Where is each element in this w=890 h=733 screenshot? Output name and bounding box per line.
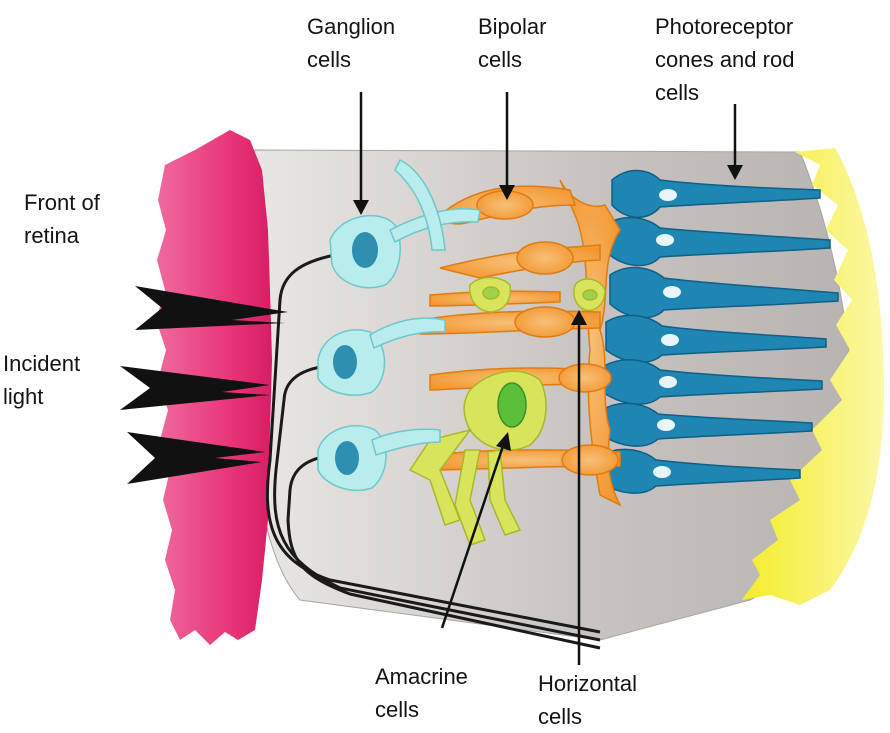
- label-front-of-retina: Front of retina: [24, 186, 100, 252]
- label-incident-light: Incident light: [3, 347, 80, 413]
- label-line: Front of: [24, 190, 100, 215]
- pointer-heads: [353, 165, 743, 451]
- photoreceptor-pointer-icon: [727, 165, 743, 180]
- ganglion-cells: [317, 158, 481, 492]
- amacrine-pointer-icon: [496, 432, 511, 451]
- label-line: Bipolar: [478, 14, 547, 39]
- arrowhead-icon: [120, 366, 270, 410]
- label-line: Ganglion: [307, 14, 396, 39]
- horizontal-pointer-icon: [571, 310, 587, 325]
- ganglion-pointer-icon: [353, 200, 369, 215]
- label-line: cells: [478, 47, 523, 72]
- incident-light-arrows: [120, 286, 288, 484]
- label-line: cells: [655, 80, 700, 105]
- label-ganglion-cells: Ganglion cells: [307, 10, 395, 76]
- label-line: cells: [307, 47, 352, 72]
- label-line: light: [3, 384, 44, 409]
- arrowhead-icon: [127, 432, 265, 484]
- photoreceptors: [599, 169, 839, 494]
- back-tissue: [742, 148, 884, 605]
- bipolar-cells: [419, 179, 622, 507]
- label-line: Amacrine: [375, 664, 468, 689]
- label-photoreceptor-cells: Photoreceptor cones and rod cells: [655, 10, 794, 109]
- label-bipolar-cells: Bipolar cells: [478, 10, 546, 76]
- label-line: Horizontal: [538, 671, 638, 696]
- label-amacrine-cells: Amacrine cells: [375, 660, 468, 726]
- pointer-lines: [359, 92, 737, 665]
- arrowhead-icon: [135, 286, 288, 330]
- label-line: Photoreceptor: [655, 14, 794, 39]
- bipolar-pointer-icon: [499, 185, 515, 200]
- label-line: retina: [24, 223, 80, 248]
- label-horizontal-cells: Horizontal cells: [538, 667, 637, 733]
- label-line: Incident: [3, 351, 81, 376]
- label-line: cells: [538, 704, 583, 729]
- axon-lines: [265, 253, 601, 650]
- label-line: cones and rod: [655, 47, 795, 72]
- label-line: cells: [375, 697, 420, 722]
